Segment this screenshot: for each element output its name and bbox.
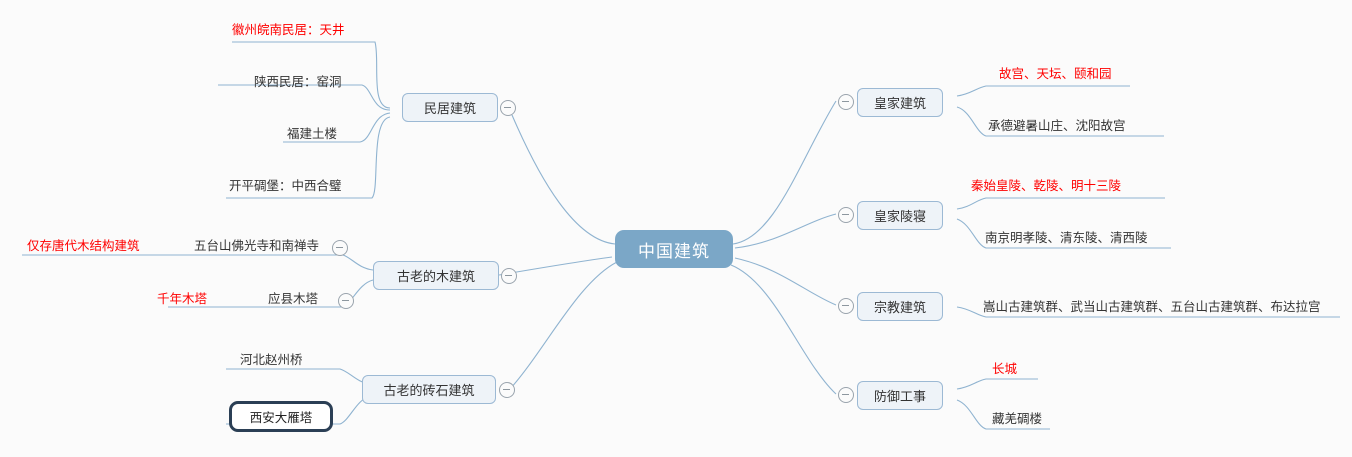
leaf-label-great-wall[interactable]: 长城: [992, 361, 1017, 377]
collapse-toggle-yingxian[interactable]: [338, 293, 354, 309]
leaf-label-qinshihuang[interactable]: 秦始皇陵、乾陵、明十三陵: [971, 178, 1121, 194]
leaf-note-text: 千年木塔: [157, 292, 208, 306]
collapse-toggle-ancient-wood[interactable]: [501, 268, 517, 284]
leaf-label-yingxian[interactable]: 应县木塔: [268, 291, 318, 307]
leaf-text: 开平碉堡：中西合璧: [229, 179, 342, 193]
leaf-text: 西安大雁塔: [249, 411, 313, 425]
topic-node-label: 古老的砖石建筑: [383, 383, 475, 398]
leaf-note-millennium-pagoda[interactable]: 千年木塔: [157, 291, 207, 307]
leaf-text: 嵩山古建筑群、武当山古建筑群、五台山古建筑群、布达拉宫: [983, 300, 1321, 314]
topic-node-fortification[interactable]: 防御工事: [857, 381, 943, 410]
leaf-text: 五台山佛光寺和南禅寺: [194, 239, 320, 253]
collapse-toggle-religious[interactable]: [838, 298, 854, 314]
leaf-label-mingxiaoling[interactable]: 南京明孝陵、清东陵、清西陵: [985, 230, 1148, 246]
leaf-note-text: 仅存唐代木结构建筑: [27, 239, 140, 253]
topic-node-ancient-wood[interactable]: 古老的木建筑: [373, 261, 499, 290]
leaf-note-tang-wood[interactable]: 仅存唐代木结构建筑: [27, 238, 140, 254]
collapse-toggle-ancient-masonry[interactable]: [499, 382, 515, 398]
topic-node-label: 古老的木建筑: [396, 269, 475, 284]
leaf-node-dayan-pagoda-selected[interactable]: 西安大雁塔: [229, 401, 333, 432]
leaf-text: 长城: [992, 362, 1018, 376]
topic-node-minju[interactable]: 民居建筑: [402, 93, 498, 122]
leaf-text: 藏羌碉楼: [992, 412, 1043, 426]
collapse-toggle-royal-tombs[interactable]: [838, 207, 854, 223]
leaf-label-zhaozhou-bridge[interactable]: 河北赵州桥: [240, 352, 303, 368]
leaf-label-gugong[interactable]: 故宫、天坛、颐和园: [999, 66, 1112, 82]
leaf-label-diaolou[interactable]: 藏羌碉楼: [992, 411, 1042, 427]
collapse-toggle-fortification[interactable]: [838, 387, 854, 403]
collapse-toggle-minju[interactable]: [500, 100, 516, 116]
leaf-label-chengde[interactable]: 承德避暑山庄、沈阳故宫: [988, 118, 1126, 134]
topic-node-label: 防御工事: [873, 389, 926, 404]
root-node[interactable]: 中国建筑: [615, 230, 733, 268]
leaf-text: 陕西民居：窑洞: [254, 75, 342, 89]
topic-node-label: 民居建筑: [423, 101, 476, 116]
leaf-text: 福建土楼: [287, 127, 338, 141]
leaf-text: 应县木塔: [268, 292, 319, 306]
topic-node-religious[interactable]: 宗教建筑: [857, 292, 943, 321]
topic-node-royal-architecture[interactable]: 皇家建筑: [857, 88, 943, 117]
collapse-toggle-wutaishan[interactable]: [332, 240, 348, 256]
leaf-text: 承德避暑山庄、沈阳故宫: [988, 119, 1126, 133]
topic-node-royal-tombs[interactable]: 皇家陵寝: [857, 201, 943, 230]
leaf-label-huizhou[interactable]: 徽州皖南民居：天井: [232, 22, 345, 38]
root-node-label: 中国建筑: [638, 241, 710, 261]
topic-node-ancient-masonry[interactable]: 古老的砖石建筑: [362, 375, 496, 404]
leaf-text: 故宫、天坛、颐和园: [999, 67, 1112, 81]
topic-node-label: 宗教建筑: [873, 300, 926, 315]
leaf-label-shaanxi[interactable]: 陕西民居：窑洞: [254, 74, 342, 90]
leaf-label-fujian[interactable]: 福建土楼: [287, 126, 337, 142]
leaf-text: 徽州皖南民居：天井: [232, 23, 345, 37]
leaf-text: 河北赵州桥: [240, 353, 303, 367]
leaf-label-wutaishan[interactable]: 五台山佛光寺和南禅寺: [194, 238, 319, 254]
topic-node-label: 皇家陵寝: [873, 209, 926, 224]
topic-node-label: 皇家建筑: [873, 96, 926, 111]
collapse-toggle-royal-architecture[interactable]: [838, 94, 854, 110]
leaf-text: 秦始皇陵、乾陵、明十三陵: [971, 179, 1122, 193]
leaf-label-kaiping[interactable]: 开平碉堡：中西合璧: [229, 178, 342, 194]
leaf-text: 南京明孝陵、清东陵、清西陵: [985, 231, 1148, 245]
leaf-label-songshan[interactable]: 嵩山古建筑群、武当山古建筑群、五台山古建筑群、布达拉宫: [983, 299, 1321, 315]
